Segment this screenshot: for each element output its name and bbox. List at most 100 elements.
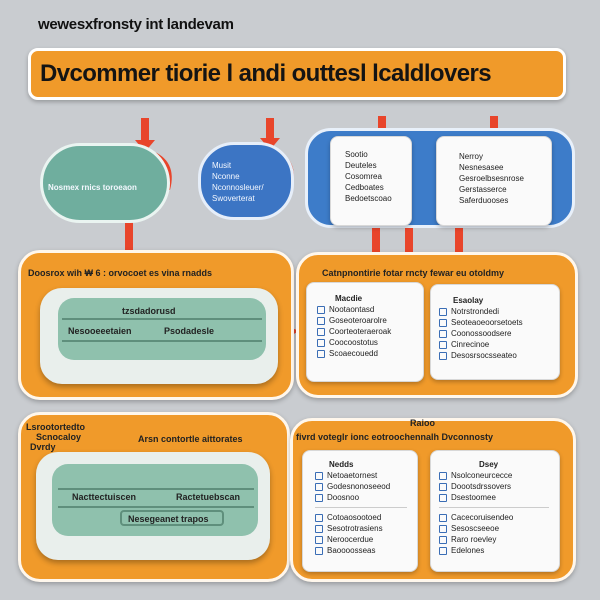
item-text: Sesoscseeoe (451, 524, 500, 533)
green-blob-label: Nosmex rnics toroeaon (48, 183, 137, 192)
checkbox-icon (439, 546, 447, 555)
caption-line: Lsrootortedto (26, 422, 85, 432)
item-text: Coorteoteraeroak (329, 327, 392, 336)
item-text: Goseoteroarolre (329, 316, 387, 325)
checklist-item: Coorteoteraeroak (317, 326, 423, 337)
blue-blob-text: Musit Nconne Nconnosleuer/ Swoverterat (212, 160, 264, 204)
card-line: Sootio (345, 150, 368, 159)
item-text: Scoaecouedd (329, 349, 378, 358)
blue-blob (198, 142, 294, 220)
green-blob (40, 143, 170, 223)
checklist-item: Notrstrondedi (439, 306, 559, 317)
blue-blob-line: Nconnosleuer/ (212, 183, 264, 192)
checkbox-icon (317, 338, 325, 347)
checklist-item: Dsestoomee (439, 492, 559, 503)
bottom-tray-left-label: Nacttectuiscen (72, 492, 137, 502)
checkbox-icon (439, 524, 447, 533)
card-title: Macdie (335, 294, 363, 303)
checkbox-icon (315, 535, 323, 544)
item-text: Dsestoomee (451, 493, 496, 502)
bottom-card-right: Dsey Nsolconeurcecce Doootsdrssovers Dse… (430, 450, 560, 572)
checklist-item: Nootaontasd (317, 304, 423, 315)
checklist-item: Coocoostotus (317, 337, 423, 348)
checkbox-icon (439, 329, 447, 338)
checklist-item: Doootsdrssovers (439, 481, 559, 492)
banner-title: Dvcommer tiorie l andi outtesl lcaldlove… (40, 60, 492, 87)
item-text: Sesotrotrasiens (327, 524, 383, 533)
tray-divider (62, 318, 262, 320)
checklist-item: Godesnonoseeod (315, 481, 417, 492)
top-card-1: Sootio Deuteles Cosomrea Cedboates Bedoe… (330, 136, 412, 226)
card-line: Deuteles (345, 161, 377, 170)
tray-divider (62, 340, 262, 342)
checkbox-icon (439, 513, 447, 522)
card-divider (439, 507, 549, 508)
top-card-2: Nerroy Nesnesasee Gesroelbsesnrose Gerst… (436, 136, 552, 226)
checklist-item: Netoaetornest (315, 470, 417, 481)
checklist-item: Sesotrotrasiens (315, 523, 417, 534)
item-text: Nsolconeurcecce (451, 471, 513, 480)
checklist-item: Goseoteroarolre (317, 315, 423, 326)
checkbox-icon (439, 482, 447, 491)
bottom-center-caption: Arsn contortle aittorates (138, 434, 243, 444)
bottom-tray-bottom-label: Nesegeanet trapos (128, 514, 209, 524)
item-text: Doootsdrssovers (451, 482, 512, 491)
item-text: Coonossoodsere (451, 329, 512, 338)
checkbox-icon (315, 482, 323, 491)
tray-slot (120, 510, 224, 526)
checklist-item: Desosrsocsseateo (439, 350, 559, 361)
bottom-right-caption: fivrd voteglr ionc eotroochennalh Dvconn… (296, 432, 494, 442)
arrow-8 (455, 228, 463, 256)
middle-left-caption: Doosrox wih ₩ 6 : orvocoet es vina rnadd… (28, 268, 213, 278)
caption-line: Dvrdy (30, 442, 56, 452)
checklist-item: Edelones (439, 545, 559, 556)
title-banner (28, 48, 566, 100)
middle-tray-inner (58, 298, 266, 360)
checkbox-icon (439, 471, 447, 480)
checkbox-icon (439, 340, 447, 349)
item-text: Neroocerdue (327, 535, 374, 544)
item-text: Raro roevley (451, 535, 497, 544)
checkbox-icon (439, 351, 447, 360)
checkbox-icon (317, 316, 325, 325)
checklist-item: Sesoscseeoe (439, 523, 559, 534)
card-line: Gesroelbsesnrose (459, 174, 524, 183)
checkbox-icon (439, 535, 447, 544)
tray-divider (58, 488, 254, 490)
caption-line: Scnocaloy (36, 432, 82, 442)
checklist-item: Nsolconeurcecce (439, 470, 559, 481)
middle-right-caption: Catnpnontirie fotar rncty fewar eu otold… (322, 268, 505, 278)
item-text: Coocoostotus (329, 338, 378, 347)
item-text: Desosrsocsseateo (451, 351, 517, 360)
middle-tray-right-label: Psodadesle (164, 326, 215, 336)
blue-blob-line: Swoverterat (212, 194, 255, 203)
checkbox-icon (317, 349, 325, 358)
card-title: Dsey (479, 460, 499, 469)
checkbox-icon (317, 327, 325, 336)
card-line: Nesnesasee (459, 163, 504, 172)
item-text: Notrstrondedi (451, 307, 500, 316)
card-title: Esaolay (453, 296, 484, 305)
checkbox-icon (315, 546, 323, 555)
checklist-item: Cinrecinoe (439, 339, 559, 350)
checklist-item: Scoaecouedd (317, 348, 423, 359)
item-text: Seoteaoeoorsetoets (451, 318, 523, 327)
card-title: Nedds (329, 460, 354, 469)
checkbox-icon (315, 524, 323, 533)
item-text: Baoooosseas (327, 546, 376, 555)
item-text: Edelones (451, 546, 485, 555)
checkbox-icon (315, 471, 323, 480)
bottom-tray-right-label: Ractetuebscan (176, 492, 241, 502)
bottom-right-caption-top: Raioo (410, 418, 436, 428)
checklist-item: Cacecoruisendeo (439, 512, 559, 523)
card-line: Bedoetscoao (345, 194, 392, 203)
item-text: Cinrecinoe (451, 340, 490, 349)
card-line: Cedboates (345, 183, 384, 192)
card-divider (315, 507, 407, 508)
top-heading: wewesxfronsty int landevam (38, 16, 234, 33)
card-line: Nerroy (459, 152, 484, 161)
blue-blob-line: Musit (212, 161, 232, 170)
checkbox-icon (439, 493, 447, 502)
blue-blob-line: Nconne (212, 172, 240, 181)
arrow-7 (405, 222, 413, 256)
